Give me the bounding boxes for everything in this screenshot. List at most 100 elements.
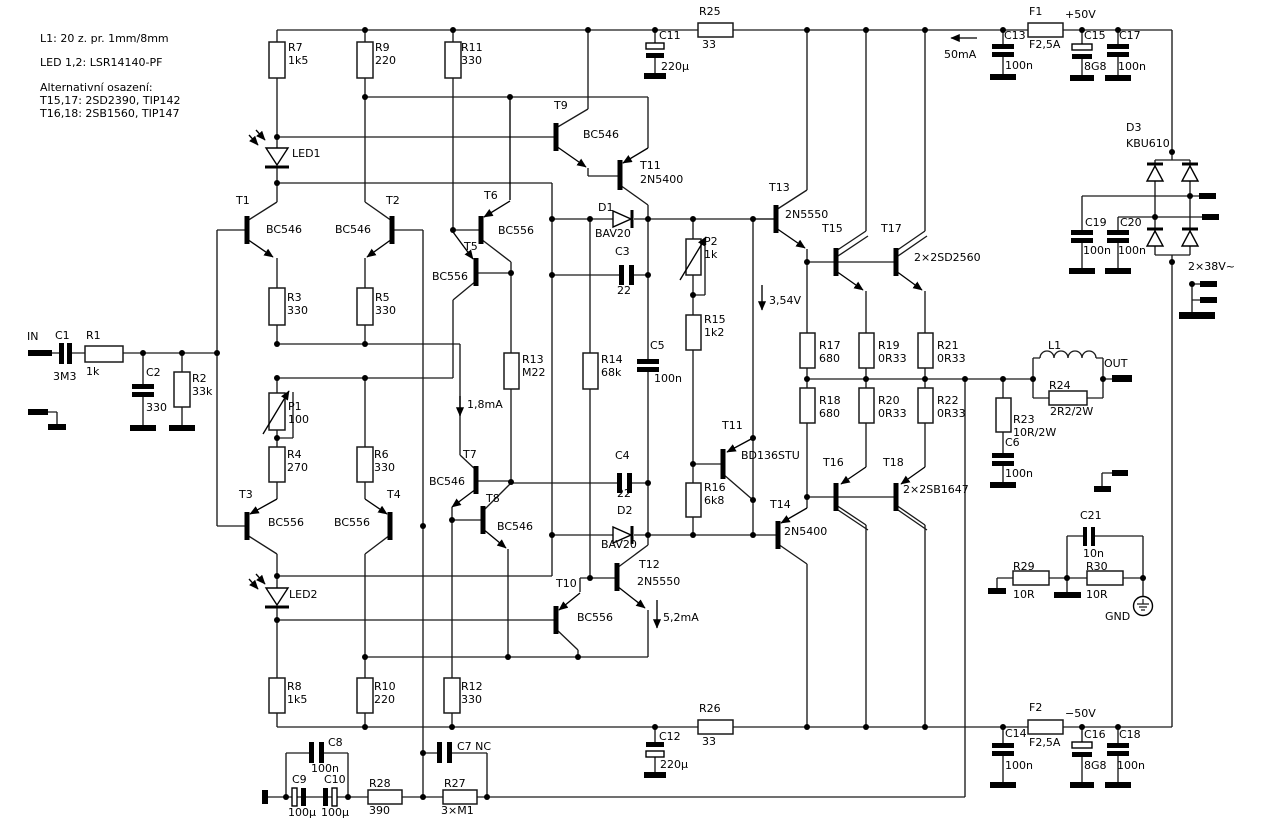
label-r19: R19: [878, 339, 900, 352]
label-note2: LED 1,2: LSR14140-PF: [40, 56, 163, 69]
label-i18: 1,8mA: [467, 398, 503, 411]
potentiometer-arrows: [262, 236, 707, 435]
label-note1: L1: 20 z. pr. 1mm/8mm: [40, 32, 169, 45]
label-d3: D3: [1126, 121, 1142, 134]
label-c4v: 22: [617, 487, 631, 500]
label-d2v: BAV20: [601, 538, 637, 551]
label-r2: R2: [192, 372, 207, 385]
label-r4v: 270: [287, 461, 308, 474]
label-note3: Alternativní osazení:: [40, 81, 153, 94]
label-r27v: 3×M1: [441, 804, 474, 817]
label-t17: T17: [881, 222, 902, 235]
label-c21: C21: [1080, 509, 1102, 522]
label-r21: R21: [937, 339, 959, 352]
label-f1: F1: [1029, 5, 1043, 18]
label-led1: LED1: [292, 147, 321, 160]
label-r28: R28: [369, 777, 391, 790]
label-r18v: 680: [819, 407, 840, 420]
label-t2v: BC546: [335, 223, 372, 236]
label-t9v: BC546: [583, 128, 620, 141]
label-r1: R1: [86, 329, 101, 342]
label-t6: T6: [484, 189, 498, 202]
label-t1: T1: [236, 194, 250, 207]
label-r14v: 68k: [601, 366, 622, 379]
current-voltage-arrows: [455, 33, 977, 629]
label-r11: R11: [461, 41, 483, 54]
label-c13v: 100n: [1005, 59, 1033, 72]
label-r13v: M22: [522, 366, 546, 379]
inductor-coil: [1039, 350, 1097, 359]
label-r3v: 330: [287, 304, 308, 317]
label-c17v: 100n: [1118, 60, 1146, 73]
label-c8: C8: [328, 736, 343, 749]
label-t11: T11: [640, 159, 661, 172]
label-r24: R24: [1049, 379, 1071, 392]
label-t5: T5: [464, 240, 478, 253]
label-c15v: 8G8: [1084, 60, 1107, 73]
label-p1v: 100: [288, 413, 309, 426]
label-c15: C15: [1084, 29, 1106, 42]
label-f2: F2: [1029, 701, 1043, 714]
label-t3v: BC556: [268, 516, 305, 529]
label-r12v: 330: [461, 693, 482, 706]
label-r21v: 0R33: [937, 352, 966, 365]
label-c20v: 100n: [1118, 244, 1146, 257]
label-t7v: BC546: [429, 475, 466, 488]
feedback-wires: [285, 752, 488, 797]
label-i50: 50mA: [944, 48, 977, 61]
label-r30: R30: [1086, 560, 1108, 573]
label-t11b: T11: [722, 419, 743, 432]
label-gnd: GND: [1105, 610, 1131, 623]
label-d1v: BAV20: [595, 227, 631, 240]
label-c11: C11: [659, 29, 681, 42]
label-v354: 3,54V: [769, 294, 802, 307]
label-r12: R12: [461, 680, 483, 693]
label-n50: −50V: [1065, 707, 1096, 720]
label-f2v: F2,5A: [1029, 736, 1061, 749]
earth-icon: [1132, 595, 1154, 617]
label-r2v: 33k: [192, 385, 213, 398]
label-r25v: 33: [702, 38, 716, 51]
label-r10v: 220: [374, 693, 395, 706]
label-p2v: 1k: [704, 248, 718, 261]
label-c6: C6: [1005, 436, 1020, 449]
label-t12v: 2N5550: [637, 575, 681, 588]
label-r22: R22: [937, 394, 959, 407]
label-r29: R29: [1013, 560, 1035, 573]
label-r28v: 390: [369, 804, 390, 817]
label-t4v: BC556: [334, 516, 371, 529]
label-r27: R27: [444, 777, 466, 790]
label-c17: C17: [1119, 29, 1141, 42]
label-r14: R14: [601, 353, 623, 366]
transistor-bars: [244, 123, 899, 634]
label-l1: L1: [1048, 339, 1062, 352]
label-d2: D2: [617, 504, 633, 517]
diode-symbols: [612, 209, 634, 545]
label-c4: C4: [615, 449, 630, 462]
label-c13: C13: [1004, 29, 1026, 42]
label-t11v: 2N5400: [640, 173, 684, 186]
label-c20: C20: [1120, 216, 1142, 229]
label-r8: R8: [287, 680, 302, 693]
label-c2v: 330: [146, 401, 167, 414]
label-r11v: 330: [461, 54, 482, 67]
mirror-cascode-wires: [422, 30, 648, 797]
label-r13: R13: [522, 353, 544, 366]
label-ac: 2×38V~: [1188, 260, 1235, 273]
label-t13: T13: [769, 181, 790, 194]
label-r20: R20: [878, 394, 900, 407]
label-t13v: 2N5550: [785, 208, 829, 221]
label-t2: T2: [386, 194, 400, 207]
label-c21v: 10n: [1083, 547, 1104, 560]
capacitors: [59, 42, 1129, 807]
label-r15: R15: [704, 313, 726, 326]
label-r23v: 10R/2W: [1013, 426, 1057, 439]
label-d3v: KBU610: [1126, 137, 1170, 150]
label-r24v: 2R2/2W: [1050, 405, 1094, 418]
label-r1v: 1k: [86, 365, 100, 378]
label-c8v: 100n: [311, 762, 339, 775]
label-c2: C2: [146, 366, 161, 379]
label-c18v: 100n: [1117, 759, 1145, 772]
label-c9v: 100µ: [288, 806, 316, 819]
led-symbols: [248, 129, 290, 609]
